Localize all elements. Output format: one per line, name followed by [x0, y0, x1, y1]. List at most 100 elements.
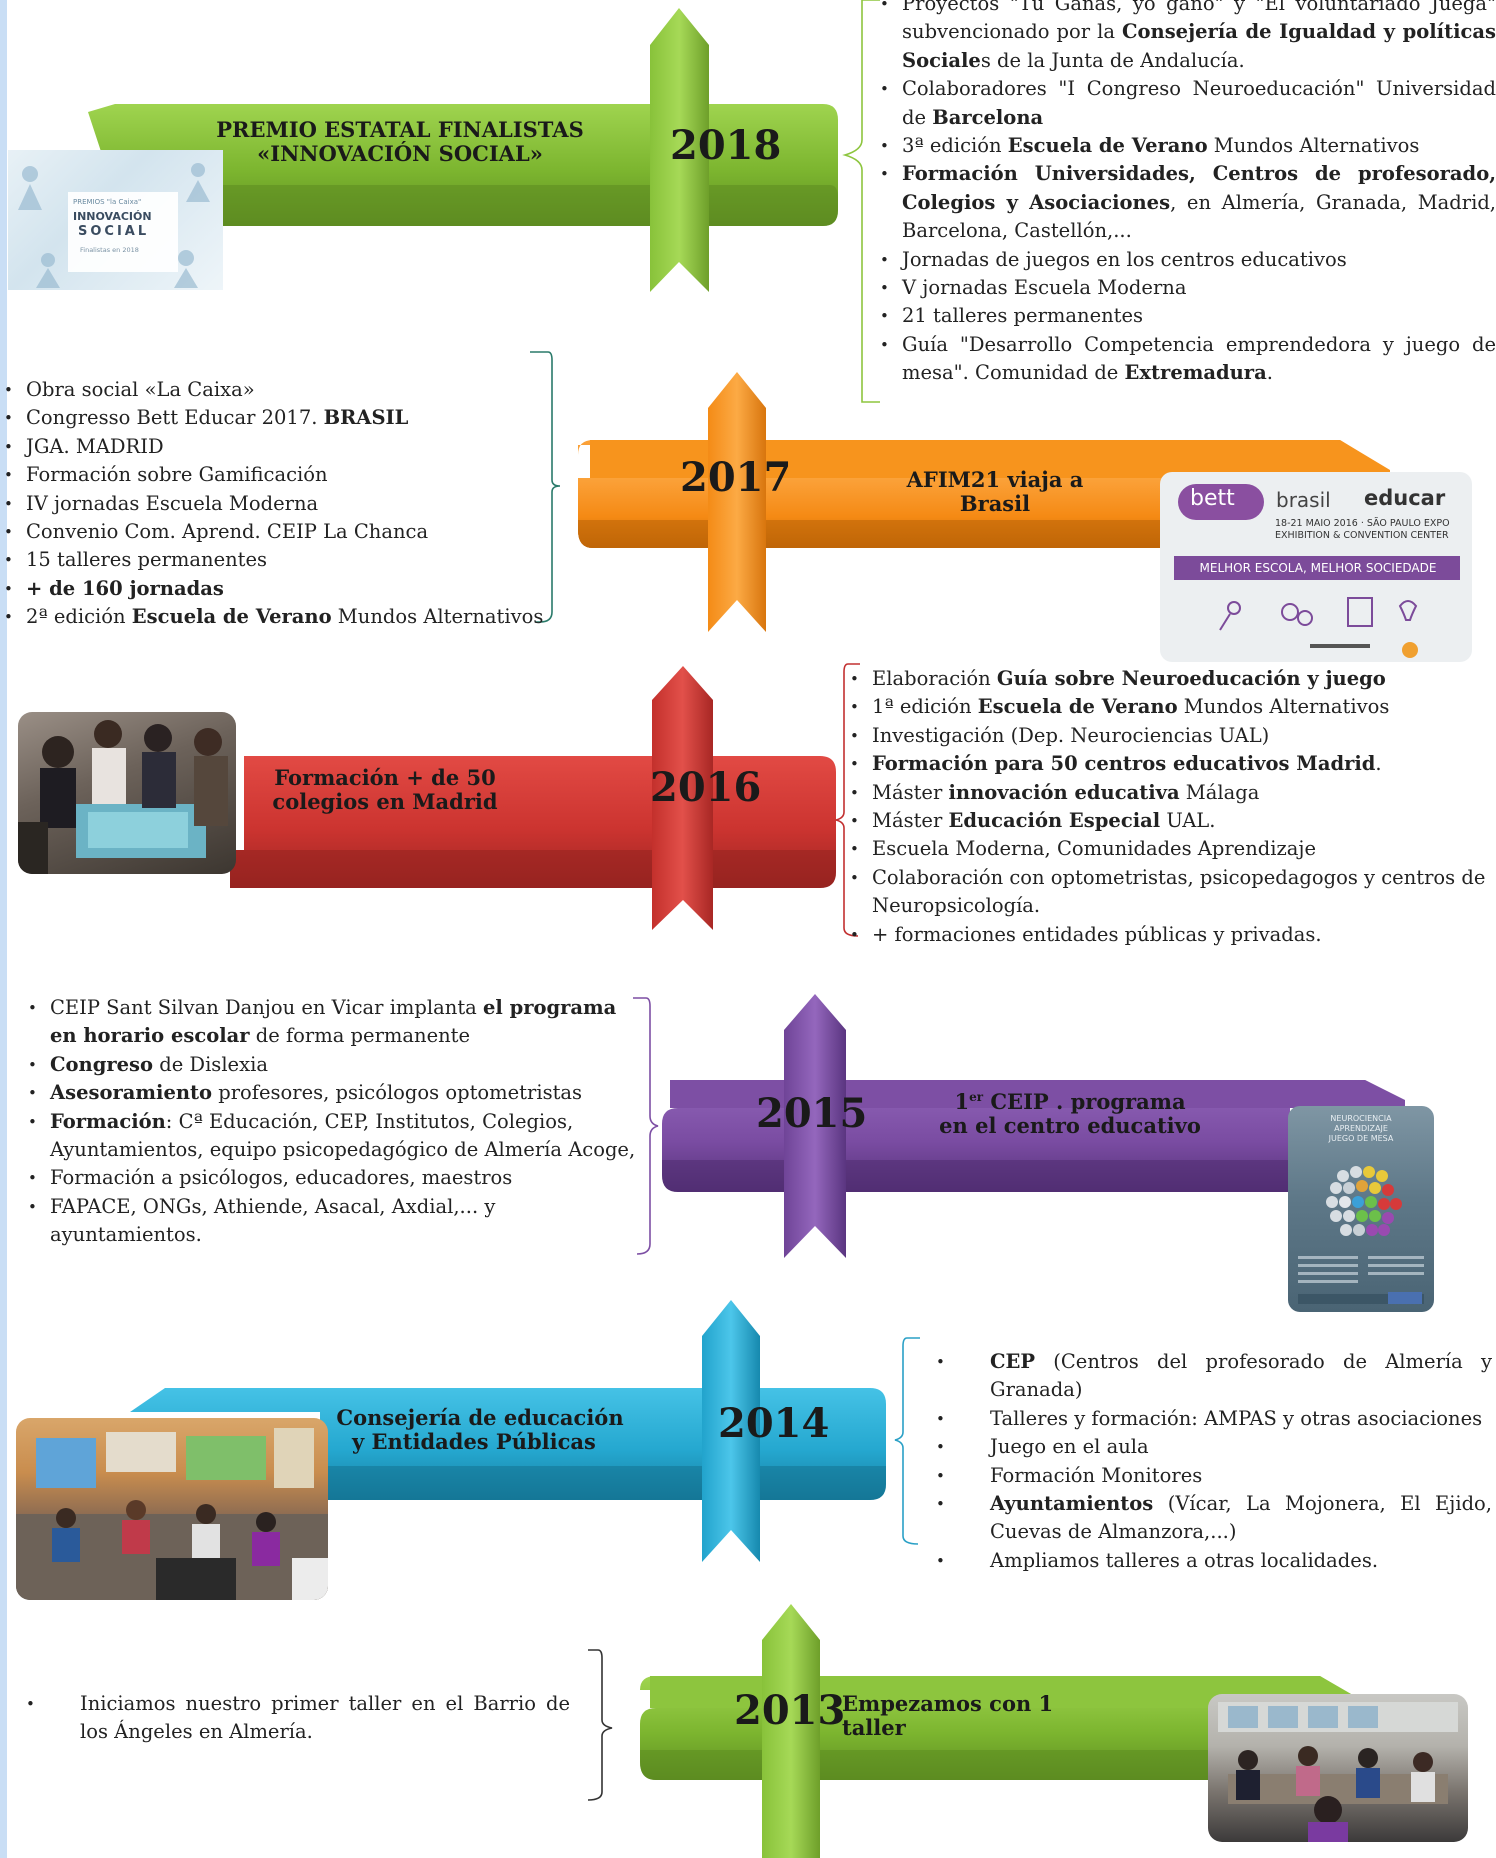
ribbon-2014 [130, 1300, 886, 1562]
list-item-pre: V jornadas Escuela Moderna [902, 276, 1187, 300]
list-item-pre: Colaboradores "I Congreso Neuroeducación… [902, 77, 1496, 129]
bracket-2018 [842, 0, 880, 403]
list-item-pre: + formaciones entidades públicas y priva… [872, 922, 1322, 946]
logo-top-text: PREMIOS "la Caixa" [73, 198, 142, 206]
list-item: Formación Monitores [900, 1462, 1492, 1491]
list-item-bold: Escuela de Verano [977, 695, 1178, 719]
title-2014: Consejería de educación y Entidades Públ… [330, 1405, 630, 1455]
list-item: Elaboración Guía sobre Neuroeducación y … [846, 665, 1496, 694]
list-item-pre: Jornadas de juegos en los centros educat… [902, 247, 1347, 271]
list-item-pre: Guía "Desarrollo Competencia emprendedor… [902, 332, 1496, 385]
list-item: + formaciones entidades públicas y priva… [846, 921, 1496, 950]
list-item-bold: Formación para 50 centros educativos Mad… [872, 752, 1376, 776]
title-2015-pre: 1 [954, 1089, 970, 1114]
list-item-pre: Ampliamos talleres a otras localidades. [990, 1548, 1379, 1572]
poster-educar: educar [1364, 486, 1446, 510]
title-2018-line2: «INNOVACIÓN SOCIAL» [257, 141, 543, 167]
list-item-post: Mundos Alternativos [1177, 695, 1390, 719]
list-item-bold: BRASIL [323, 406, 409, 430]
innovacion-social-logo: PREMIOS "la Caixa" INNOVACIÓN SOCIAL Fin… [8, 150, 223, 290]
list-item-bold: Escuela de Verano [1007, 134, 1208, 158]
list-item-bold: Educación Especial [948, 809, 1161, 833]
list-item-pre: 3ª edición [902, 134, 1008, 158]
list-item-pre: Obra social «La Caixa» [26, 378, 255, 401]
list-item-pre: Convenio Com. Aprend. CEIP La Chanca [26, 520, 429, 544]
list-item-post: profesores, psicólogos optometristas [212, 1081, 583, 1105]
list-item-pre: Proyectos "Tú Ganas, yo gano" y "El volu… [902, 0, 1496, 44]
list-item-bold: el programa en horario escolar [50, 996, 617, 1048]
list-item: Colaboración con optometristas, psicoped… [846, 864, 1496, 921]
list-item-pre: Iniciamos nuestro primer taller en el Ba… [80, 1692, 570, 1744]
list-item: Formación sobre Gamificación [0, 461, 560, 490]
photo-2016-game-table [18, 712, 236, 874]
logo-line2: SOCIAL [78, 224, 150, 239]
list-item-pre: 21 talleres permanentes [902, 304, 1144, 328]
list-item-pre: 15 talleres permanentes [26, 548, 268, 572]
list-2014: CEP (Centros del profesorado de Almería … [900, 1348, 1492, 1576]
neurociencia-poster: NEUROCIENCIA APRENDIZAJE JUEGO DE MESA [1288, 1106, 1434, 1312]
ribbon-2018 [88, 8, 838, 292]
title-2015: 1er CEIP . programa en el centro educati… [920, 1089, 1220, 1138]
photo-2014-classroom [16, 1418, 328, 1600]
list-item: Ayuntamientos (Vícar, La Mojonera, El Ej… [900, 1490, 1492, 1547]
list-item: Convenio Com. Aprend. CEIP La Chanca [0, 518, 560, 547]
list-item-bold: Formación [50, 1109, 166, 1133]
poster-neuro-1: NEUROCIENCIA [1330, 1114, 1392, 1123]
logo-bottom-text: Finalistas en 2018 [80, 246, 139, 254]
list-item-bold: Formación Universidades, Centros de prof… [902, 162, 1496, 214]
list-item: + de 160 jornadas [0, 575, 560, 604]
list-item: Congreso de Dislexia [24, 1051, 644, 1080]
list-item-post: UAL. [1160, 809, 1216, 833]
photo-2013-workshop [1208, 1694, 1468, 1842]
list-item: Formación para 50 centros educativos Mad… [846, 750, 1496, 779]
list-item: 2ª edición Escuela de Verano Mundos Alte… [0, 603, 560, 632]
list-item-bold: Extremadura [1124, 361, 1267, 385]
list-item-pre: Investigación (Dep. Neurociencias UAL) [872, 723, 1270, 747]
title-2014-line2: y Entidades Públicas [352, 1429, 596, 1455]
list-item: 15 talleres permanentes [0, 546, 560, 575]
list-item: Talleres y formación: AMPAS y otras asoc… [900, 1405, 1492, 1434]
list-item-bold: innovación educativa [948, 780, 1180, 804]
title-2018: PREMIO ESTATAL FINALISTAS «INNOVACIÓN SO… [200, 117, 600, 167]
list-item: Iniciamos nuestro primer taller en el Ba… [0, 1690, 570, 1747]
title-2013: Empezamos con 1 taller [842, 1691, 1054, 1741]
title-2018-line1: PREMIO ESTATAL FINALISTAS [216, 117, 584, 142]
year-2016: 2016 [650, 764, 762, 811]
list-item-pre: 1ª edición [872, 695, 978, 719]
list-item-post: . [1266, 361, 1273, 385]
title-2015-text: CEIP . programa [983, 1089, 1186, 1114]
poster-dates: 18-21 MAIO 2016 · SÃO PAULO EXPO [1275, 518, 1450, 529]
year-2017: 2017 [680, 454, 792, 501]
list-item-post: de forma permanente [249, 1024, 471, 1048]
list-item-pre: IV jornadas Escuela Moderna [26, 491, 319, 515]
title-2016-line1: Formación + de 50 [274, 765, 496, 790]
list-item-post: Málaga [1179, 780, 1260, 804]
list-item: Proyectos "Tú Ganas, yo gano" y "El volu… [876, 0, 1496, 75]
list-2015: CEIP Sant Silvan Danjou en Vicar implant… [24, 994, 644, 1250]
list-item-bold: + de 160 jornadas [26, 576, 224, 600]
list-item-pre: Escuela Moderna, Comunidades Aprendizaje [872, 837, 1316, 861]
list-item-bold: Barcelona [932, 105, 1044, 129]
list-item: 21 talleres permanentes [876, 302, 1496, 331]
list-item: Máster Educación Especial UAL. [846, 807, 1496, 836]
year-2014: 2014 [718, 1400, 830, 1447]
list-item: CEIP Sant Silvan Danjou en Vicar implant… [24, 994, 644, 1051]
bracket-2015 [633, 997, 659, 1255]
list-item: Formación Universidades, Centros de prof… [876, 160, 1496, 245]
list-item-post: de Dislexia [153, 1052, 268, 1076]
list-item-pre: CEIP Sant Silvan Danjou en Vicar implant… [50, 996, 483, 1019]
ribbon-2015 [662, 994, 1405, 1258]
list-item-pre: JGA. MADRID [26, 434, 164, 458]
poster-neuro-3: JUEGO DE MESA [1328, 1134, 1394, 1143]
list-item-pre: Formación a psicólogos, educadores, maes… [50, 1166, 513, 1190]
list-item: Asesoramiento profesores, psicólogos opt… [24, 1079, 644, 1108]
title-2016: Formación + de 50 colegios en Madrid [250, 765, 520, 814]
list-item-post: . [1375, 752, 1382, 776]
list-item-post: , en Almería, Granada, Madrid, Barcelona… [902, 190, 1496, 243]
year-2018: 2018 [670, 122, 782, 169]
list-item-bold: Consejería de Igualdad y políticas Socia… [902, 20, 1496, 72]
list-item: Escuela Moderna, Comunidades Aprendizaje [846, 835, 1496, 864]
poster-brasil: brasil [1276, 488, 1331, 512]
list-item: Juego en el aula [900, 1433, 1492, 1462]
list-2017: Obra social «La Caixa»Congresso Bett Edu… [0, 376, 560, 632]
